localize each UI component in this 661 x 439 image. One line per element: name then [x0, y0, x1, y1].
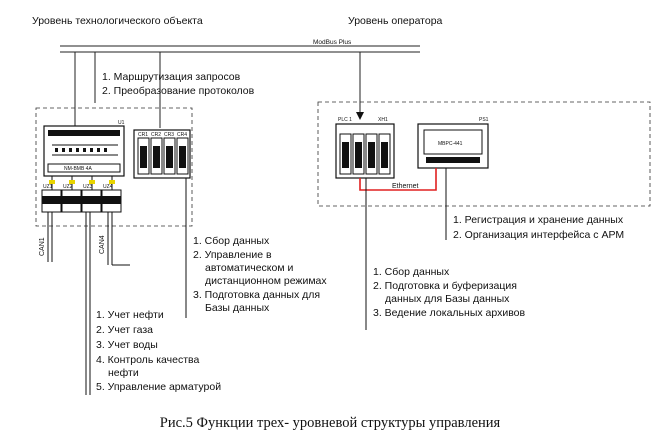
- field-plc: CR1 CR2 CR3 CR4: [133, 129, 191, 179]
- plc-slot-tag: CR3: [164, 132, 174, 138]
- can-lines: [47, 212, 130, 395]
- operator-plc-functions: 1. Сбор данных 2. Подготовка и буферизац…: [365, 178, 526, 330]
- module-tag: UZ1: [43, 184, 53, 190]
- gateway-function-item: 2. Преобразование протоколов: [102, 85, 255, 97]
- plc-slot-tag: CR2: [151, 132, 161, 138]
- controller-function-item: 2. Управление в: [193, 249, 272, 261]
- ethernet-link: [359, 168, 437, 191]
- can1-label: CAN1: [39, 237, 46, 256]
- operator-pc: PS1 MBPC-441: [417, 117, 489, 169]
- module-tag: UZ3: [83, 184, 93, 190]
- ethernet-label: Ethernet: [392, 183, 419, 190]
- operator-plc-tag: PLC 1: [338, 117, 352, 123]
- pc-tag: PS1: [479, 117, 489, 123]
- modbus-label: ModBus Plus: [313, 39, 352, 46]
- field-function-item: нефти: [108, 367, 139, 379]
- controller-function-item: Базы данных: [205, 302, 270, 314]
- field-function-item: 5. Управление арматурой: [96, 381, 221, 393]
- bus-arrow: [356, 112, 364, 120]
- workstation-functions: 1. Регистрация и хранение данных 2. Орга…: [445, 168, 624, 241]
- gateway-device: U1 NM-BMB 4A: [43, 120, 125, 177]
- modbus-plus-bus: [60, 45, 420, 133]
- operator-plc: PLC 1 XH1: [335, 117, 395, 179]
- gateway-name: NM-BMB 4A: [64, 166, 92, 172]
- module-tag: UZ4: [103, 184, 113, 190]
- operator-level-heading: Уровень оператора: [348, 15, 443, 27]
- gateway-functions: 1. Маршрутизация запросов 2. Преобразова…: [94, 68, 255, 103]
- operator-enclosure: [317, 101, 651, 207]
- field-function-item: 4. Контроль качества: [96, 354, 199, 366]
- io-modules: UZ1 UZ2 UZ3 UZ4: [41, 184, 122, 213]
- workstation-function-item: 1. Регистрация и хранение данных: [453, 214, 624, 226]
- operator-plc-function-item: данных для Базы данных: [385, 293, 510, 305]
- figure-caption: Рис.5 Функции трех- уровневой структуры …: [160, 415, 501, 431]
- workstation-function-item: 2. Организация интерфейса с АРМ: [453, 229, 624, 241]
- controller-function-item: 3. Подготовка данных для: [193, 289, 320, 301]
- plc-slot-tag: CR4: [177, 132, 187, 138]
- field-function-item: 3. Учет воды: [96, 339, 158, 351]
- operator-plc-function-item: 2. Подготовка и буферизация: [373, 280, 517, 292]
- field-function-item: 2. Учет газа: [96, 324, 153, 336]
- operator-plc-function-item: 1. Сбор данных: [373, 266, 450, 278]
- field-level-heading: Уровень технологического объекта: [32, 15, 203, 27]
- yellow-markers: [49, 180, 115, 184]
- field-function-item: 1. Учет нефти: [96, 309, 164, 321]
- operator-plc-rack: XH1: [378, 117, 388, 123]
- controller-function-item: автоматическом и: [205, 262, 293, 274]
- pc-name: MBPC-441: [438, 141, 463, 147]
- plc-slot-tag: CR1: [138, 132, 148, 138]
- operator-plc-function-item: 3. Ведение локальных архивов: [373, 307, 526, 319]
- can4-label: CAN4: [99, 235, 106, 254]
- controller-function-item: 1. Сбор данных: [193, 235, 270, 247]
- controller-functions: 1. Сбор данных 2. Управление в автоматич…: [185, 178, 327, 318]
- gateway-tag: U1: [118, 120, 125, 126]
- module-tag: UZ2: [63, 184, 73, 190]
- field-controller-enclosure: [35, 107, 193, 227]
- controller-function-item: дистанционном режимах: [205, 275, 327, 287]
- field-functions: 1. Учет нефти 2. Учет газа 3. Учет воды …: [96, 309, 221, 393]
- gateway-function-item: 1. Маршрутизация запросов: [102, 71, 241, 83]
